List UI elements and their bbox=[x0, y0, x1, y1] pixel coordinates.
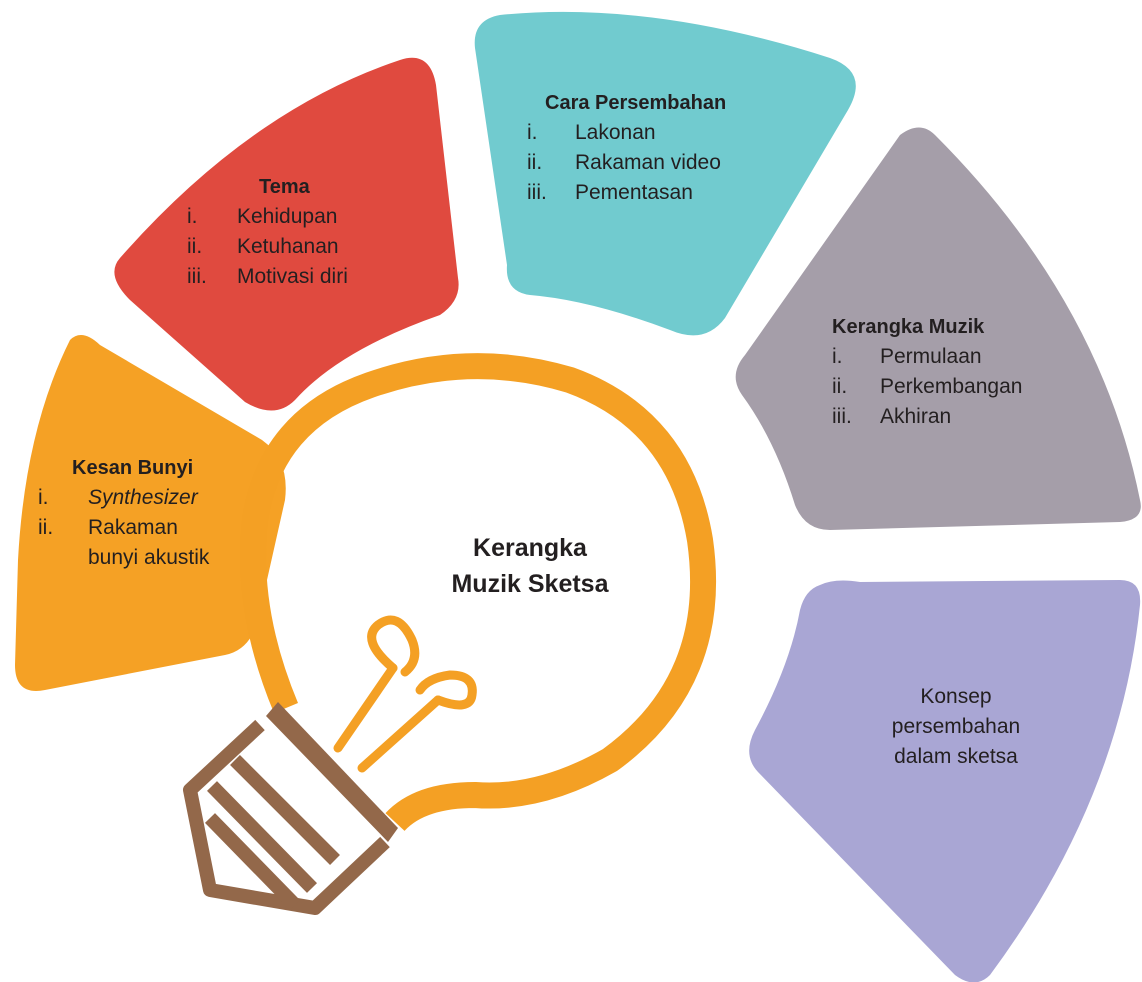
list-number: iii. bbox=[187, 265, 207, 288]
list-item: ii. Perkembangan bbox=[832, 372, 1102, 402]
list-number: ii. bbox=[527, 151, 543, 174]
cara-persembahan-title: Cara Persembahan bbox=[545, 92, 727, 114]
list-text: Ketuhanan bbox=[237, 235, 339, 258]
list-number: ii. bbox=[187, 235, 203, 258]
list-item: i. Lakonan bbox=[527, 118, 787, 148]
bulb-outline bbox=[240, 353, 717, 832]
list-text: Rakaman video bbox=[575, 151, 721, 174]
bulb-collar bbox=[266, 702, 398, 842]
list-number: iii. bbox=[832, 405, 852, 428]
light-bulb-icon bbox=[183, 353, 717, 915]
kesan-bunyi-title: Kesan Bunyi bbox=[72, 457, 194, 479]
petal-konsep bbox=[749, 580, 1141, 982]
konsep-text: Konsep persembahan dalam sketsa bbox=[856, 682, 1056, 772]
list-item: ii. Rakaman bbox=[38, 513, 268, 543]
konsep-line2: persembahan bbox=[891, 715, 1021, 738]
bulb-base-icon bbox=[183, 719, 390, 915]
petal-kesan-bunyi bbox=[15, 335, 286, 691]
cara-persembahan-text: Cara Persembahan i. Lakonan ii. Rakaman … bbox=[527, 88, 787, 208]
petal-tema bbox=[114, 57, 459, 411]
list-item: ii. Ketuhanan bbox=[187, 232, 417, 262]
konsep-line1: Konsep bbox=[920, 685, 992, 708]
list-item: iii. Akhiran bbox=[832, 402, 1102, 432]
list-item: ii. Rakaman video bbox=[527, 148, 787, 178]
list-item: i. Kehidupan bbox=[187, 202, 417, 232]
center-title-line2: Muzik Sketsa bbox=[451, 570, 609, 598]
center-title-line1: Kerangka bbox=[473, 534, 587, 562]
list-text: Pementasan bbox=[575, 181, 693, 204]
konsep-line3: dalam sketsa bbox=[894, 745, 1018, 768]
list-text: Lakonan bbox=[575, 121, 656, 144]
tema-text: Tema i. Kehidupan ii. Ketuhanan iii. Mot… bbox=[187, 172, 417, 292]
list-item: i. Synthesizer bbox=[38, 483, 268, 513]
list-number: ii. bbox=[38, 516, 54, 539]
kerangka-muzik-text: Kerangka Muzik i. Permulaan ii. Perkemba… bbox=[832, 312, 1102, 432]
list-number: iii. bbox=[527, 181, 547, 204]
list-number: i. bbox=[527, 121, 538, 144]
list-text: Perkembangan bbox=[880, 375, 1023, 398]
list-item: iii. Motivasi diri bbox=[187, 262, 417, 292]
center-title: Kerangka Muzik Sketsa bbox=[410, 530, 650, 602]
kesan-bunyi-text: Kesan Bunyi i. Synthesizer ii. Rakaman b… bbox=[38, 453, 268, 573]
list-text: Synthesizer bbox=[88, 486, 198, 509]
petal-cara-persembahan bbox=[474, 11, 856, 336]
filament-icon bbox=[333, 615, 477, 773]
list-number: i. bbox=[187, 205, 198, 228]
list-number: ii. bbox=[832, 375, 848, 398]
list-text: Akhiran bbox=[880, 405, 952, 428]
list-text: Rakaman bbox=[88, 516, 178, 539]
list-text: Permulaan bbox=[880, 345, 982, 368]
list-number: i. bbox=[832, 345, 843, 368]
list-number: i. bbox=[38, 486, 49, 509]
list-text: Kehidupan bbox=[237, 205, 338, 228]
list-item: i. Permulaan bbox=[832, 342, 1102, 372]
kerangka-muzik-title: Kerangka Muzik bbox=[832, 316, 985, 338]
list-item-continued: bunyi akustik bbox=[38, 543, 268, 573]
petal-kerangka-muzik bbox=[735, 127, 1141, 530]
list-item: iii. Pementasan bbox=[527, 178, 787, 208]
list-text: Motivasi diri bbox=[237, 265, 348, 288]
tema-title: Tema bbox=[259, 176, 310, 198]
list-text: bunyi akustik bbox=[88, 546, 210, 569]
